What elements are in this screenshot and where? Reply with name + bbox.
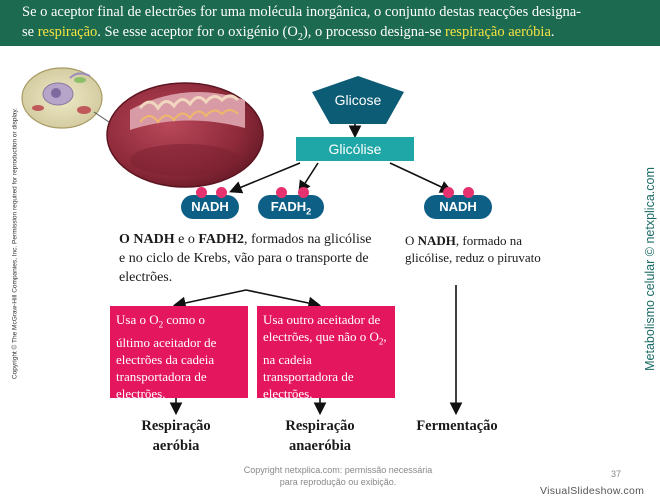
electron-dot — [276, 187, 287, 198]
arrow-to-anaerobic-box — [245, 289, 322, 310]
arrow-to-fadh2 — [298, 162, 319, 194]
electron-transport-text: O NADH e o FADH2, formados na glicólise … — [119, 230, 381, 287]
text-o: O — [405, 233, 418, 248]
fadh2-pill: FADH2 — [258, 195, 324, 219]
arrow-to-aerobic-box — [172, 289, 247, 310]
highlight-respiracao-aerobia: respiração aeróbia — [445, 24, 551, 40]
result-fermentation: Fermentação — [416, 418, 498, 434]
text-nadh-right-bold: NADH — [417, 233, 456, 248]
page-number: 37 — [611, 469, 622, 479]
watermark: VisualSlideshow.com — [540, 485, 645, 497]
anaerobic-box-post: , na cadeia transportadora de electrões. — [263, 329, 387, 401]
mitochondrion-illustration — [106, 82, 264, 188]
electron-dot — [463, 187, 474, 198]
cell-illustration — [21, 67, 103, 129]
banner-o2-subscript: 2 — [297, 31, 303, 43]
electron-dot — [216, 187, 227, 198]
fadh2-label: FADH — [270, 199, 307, 214]
result-anaerobic: Respiração anaeróbia — [260, 416, 380, 456]
text-nadh-bold: O NADH — [119, 232, 175, 247]
pyruvate-text: O NADH, formado na glicólise, reduz o pi… — [405, 232, 543, 266]
arrow-to-nadh-left — [229, 162, 301, 194]
text-fadh2-bold: FADH2 — [198, 232, 244, 247]
anaerobic-box-pre: Usa outro aceitador de electrões, que nã… — [263, 312, 381, 344]
text-formed: , formados na glicólise e no ciclo de Kr… — [119, 232, 372, 285]
title-banner: Se o aceptor final de electrões for uma … — [0, 0, 660, 46]
arrow-to-nadh-right — [389, 162, 453, 193]
banner-line2-end: . — [550, 24, 555, 40]
banner-line2-start: se — [22, 24, 38, 40]
nadh-left-pill: NADH — [181, 195, 239, 219]
anaerobic-o2-subscript: 2 — [378, 336, 384, 347]
aerobic-box-post: como o último aceitador de electrões da … — [116, 312, 217, 401]
banner-line2-mid: . Se esse aceptor for o oxigénio (O — [97, 24, 298, 40]
aerobic-box: Usa o O2 como o último aceitador de elec… — [110, 306, 248, 401]
result-aerobic-line2: aeróbia — [152, 438, 200, 454]
electron-dot — [196, 187, 207, 198]
highlight-respiracao: respiração — [37, 24, 98, 40]
electron-dot — [443, 187, 454, 198]
glicose-label: Glicose — [334, 92, 382, 108]
electron-dot — [298, 187, 309, 198]
banner-text: Se o aceptor final de electrões for uma … — [22, 2, 652, 48]
fadh2-subscript: 2 — [306, 206, 312, 217]
footer-copyright: Copyright netxplica.com: permissão neces… — [243, 465, 433, 487]
result-anaerobic-line1: Respiração — [285, 418, 355, 434]
banner-line1: Se o aceptor final de electrões for uma … — [22, 4, 581, 20]
result-aerobic: Respiração aeróbia — [116, 416, 236, 456]
glicolise-box: Glicólise — [296, 137, 414, 161]
glicose-shape — [312, 76, 404, 124]
text-reduces-pyruvate: , formado na glicólise, reduz o piruvato — [405, 233, 541, 265]
banner-line2-post: ), o processo designa-se — [302, 24, 446, 40]
aerobic-o2-subscript: 2 — [158, 319, 164, 330]
text-and: e o — [174, 232, 199, 247]
result-aerobic-line1: Respiração — [141, 418, 211, 434]
nadh-right-label: NADH — [439, 199, 477, 214]
nadh-left-label: NADH — [191, 199, 229, 214]
result-anaerobic-line2: anaeróbia — [288, 438, 352, 454]
aerobic-box-pre: Usa o O — [116, 312, 159, 327]
nadh-right-pill: NADH — [424, 195, 492, 219]
anaerobic-box: Usa outro aceitador de electrões, que nã… — [257, 306, 395, 401]
